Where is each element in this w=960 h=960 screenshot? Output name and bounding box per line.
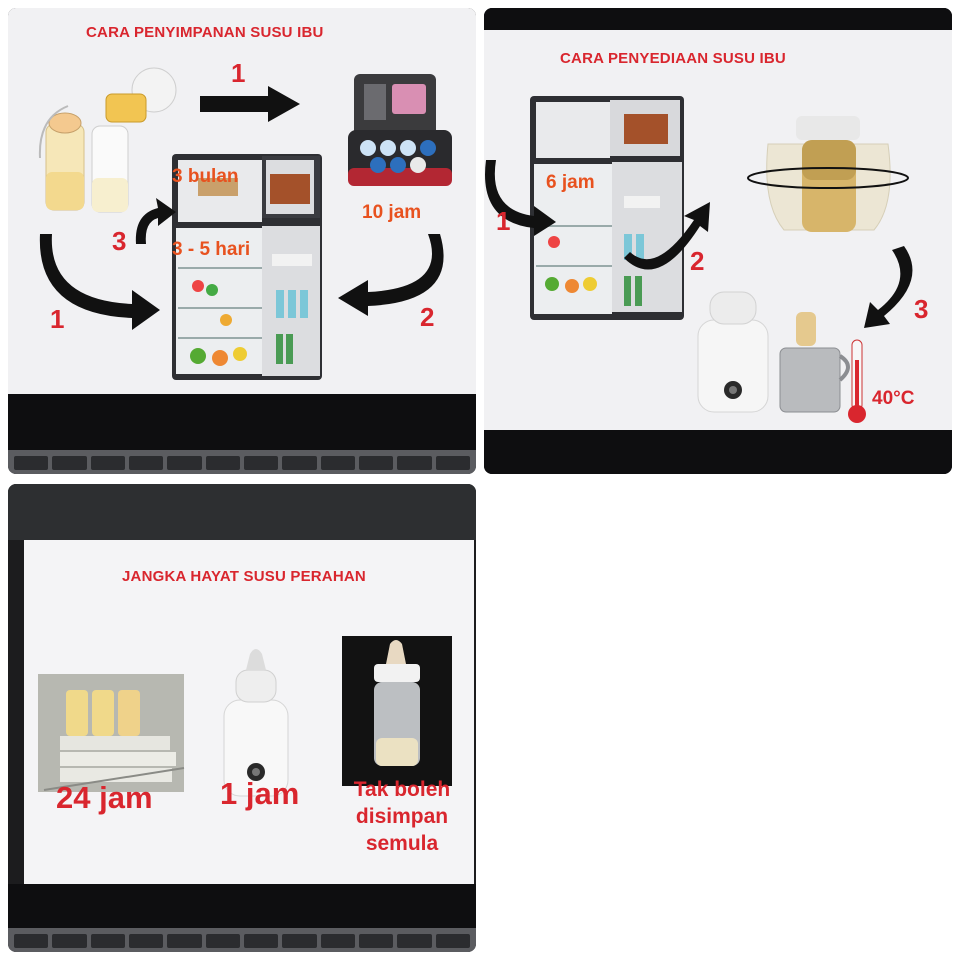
arrow-curve-3 [135, 198, 176, 244]
illustrations-preparation [485, 96, 913, 423]
fridge-shelf-image [38, 674, 185, 792]
thermometer-icon [848, 339, 866, 423]
arrows [485, 160, 913, 328]
arrow-right [200, 86, 300, 122]
fridge-image [172, 154, 322, 380]
illustrations-storage [38, 67, 452, 380]
arrow-curve-1 [39, 234, 160, 330]
shelf-life-label-used: Tak boleh disimpan semula [353, 778, 451, 855]
slide-title: CARA PENYIMPANAN SUSU IBU [86, 24, 324, 41]
illustrations-shelf-life [38, 636, 452, 797]
step-number: 1 [231, 58, 246, 88]
arrow-curve-2 [338, 234, 444, 316]
freezer-duration-label: 3 bulan [172, 166, 239, 187]
slide-preparation: CARA PENYEDIAAN SUSU IBU [484, 30, 952, 430]
keyboard [8, 450, 476, 474]
step-number: 3 [112, 226, 127, 256]
step-number: 2 [690, 246, 705, 276]
temperature-label: 40°C [872, 388, 915, 409]
photo-shelf-life: JANGKA HAYAT SUSU PERAHAN [8, 484, 476, 952]
laptop-bezel-top [8, 484, 476, 540]
arrow-curve-1 [485, 160, 556, 236]
bottle-in-water-image [747, 116, 909, 232]
step-number: 1 [50, 304, 65, 334]
shelf-life-label-fridge: 24 jam [56, 780, 153, 815]
photo-preparation: CARA PENYEDIAAN SUSU IBU [484, 8, 952, 474]
arrow-curve-2 [624, 202, 710, 270]
arrows [39, 86, 444, 330]
bottle-dark-image [342, 636, 452, 786]
keyboard [8, 928, 476, 952]
arrow-curve-3 [864, 246, 913, 328]
step-number: 1 [496, 206, 511, 236]
photo-storage: CARA PENYIMPANAN SUSU IBU [8, 8, 476, 474]
slide-storage: CARA PENYIMPANAN SUSU IBU [8, 8, 476, 394]
steel-cup-image [779, 312, 850, 413]
cooler-duration-label: 10 jam [362, 202, 422, 223]
step-number: 3 [914, 294, 929, 324]
bottle-warmer-image [223, 649, 289, 797]
step-number: 2 [420, 302, 435, 332]
laptop-bezel [484, 430, 952, 474]
slide-shelf-life: JANGKA HAYAT SUSU PERAHAN [24, 540, 474, 884]
slide-title: JANGKA HAYAT SUSU PERAHAN [122, 568, 366, 585]
laptop-bezel [8, 884, 476, 928]
fridge-image [530, 96, 684, 320]
fridge-duration-label: 3 - 5 hari [172, 239, 251, 260]
shelf-life-label-warmer: 1 jam [220, 776, 300, 811]
laptop-bezel-top [484, 8, 952, 30]
cooler-bag-image [348, 74, 452, 186]
bottle-warmer-image [697, 291, 769, 413]
fridge-duration-label: 6 jam [546, 172, 595, 193]
slide-title: CARA PENYEDIAAN SUSU IBU [560, 50, 786, 67]
breast-pump-bottles-image [38, 67, 177, 213]
laptop-bezel [8, 394, 476, 450]
